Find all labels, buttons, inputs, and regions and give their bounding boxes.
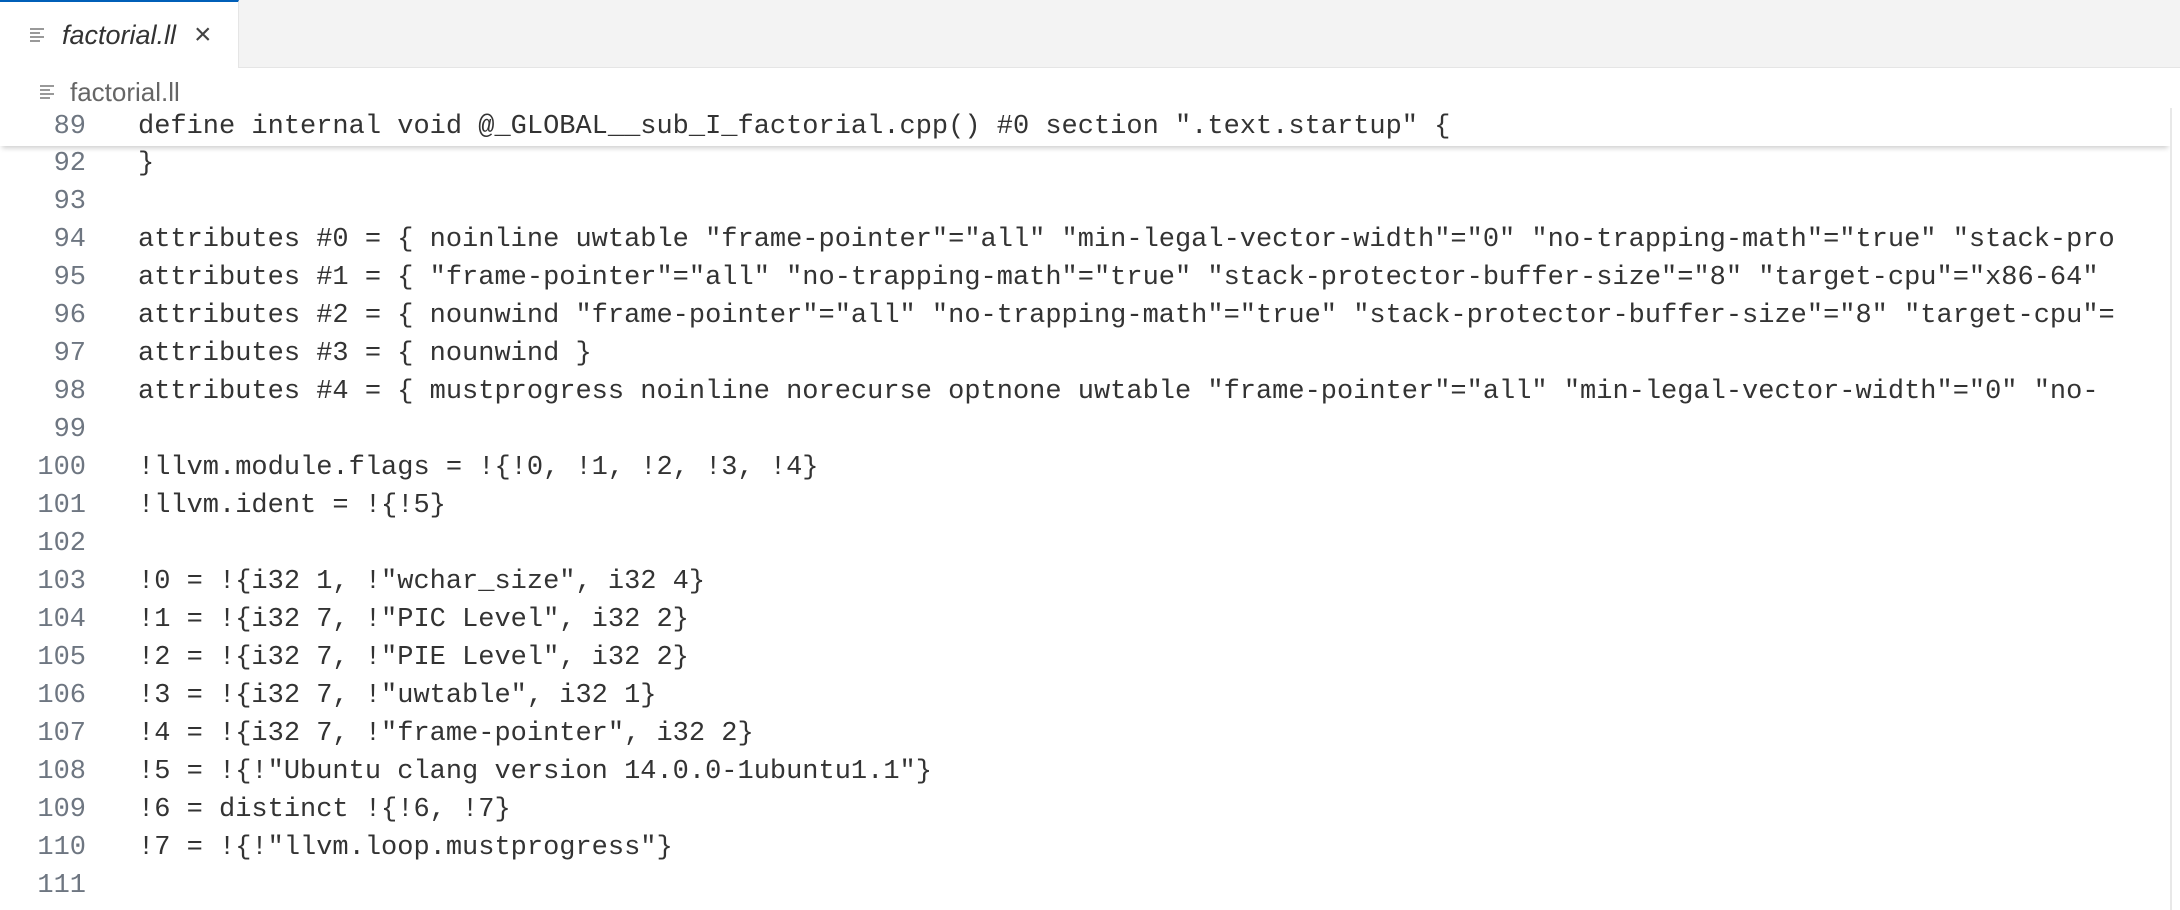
line-number: 92 [53, 149, 86, 179]
code-line[interactable]: 98 attributes #4 = { mustprogress noinlin… [0, 373, 2170, 411]
line-number: 107 [37, 719, 86, 749]
tab-label: factorial.ll [62, 19, 177, 50]
vertical-scrollbar[interactable] [2170, 108, 2172, 910]
line-number: 105 [37, 643, 86, 673]
code-editor[interactable]: 89 define internal void @_GLOBAL__sub_I_… [0, 108, 2170, 910]
line-number: 103 [37, 567, 86, 597]
code-line[interactable]: 93 [0, 183, 2170, 221]
code-text: !6 = distinct !{!6, !7} [138, 795, 511, 825]
code-line[interactable]: 101 !llvm.ident = !{!5} [0, 487, 2170, 525]
code-line[interactable]: 96 attributes #2 = { nounwind "frame-poin… [0, 297, 2170, 335]
line-number: 110 [37, 833, 86, 863]
code-text: !3 = !{i32 7, !"uwtable", i32 1} [138, 681, 657, 711]
code-text: attributes #0 = { noinline uwtable "fram… [138, 225, 2115, 255]
line-number: 104 [37, 605, 86, 635]
tab-factorial-ll[interactable]: factorial.ll × [0, 0, 239, 68]
code-text: !llvm.ident = !{!5} [138, 491, 446, 521]
code-text: !4 = !{i32 7, !"frame-pointer", i32 2} [138, 719, 754, 749]
code-line[interactable]: 110 !7 = !{!"llvm.loop.mustprogress"} [0, 829, 2170, 867]
line-number: 97 [53, 339, 86, 369]
code-line[interactable]: 99 [0, 411, 2170, 449]
code-line[interactable]: 102 [0, 525, 2170, 563]
code-line[interactable]: 107 !4 = !{i32 7, !"frame-pointer", i32 2… [0, 715, 2170, 753]
breadcrumb[interactable]: factorial.ll [40, 74, 180, 110]
line-number: 102 [37, 529, 86, 559]
line-number: 111 [37, 871, 86, 901]
code-line[interactable]: 103 !0 = !{i32 1, !"wchar_size", i32 4} [0, 563, 2170, 601]
code-text: attributes #1 = { "frame-pointer"="all" … [138, 263, 2115, 293]
code-line[interactable]: 104 !1 = !{i32 7, !"PIC Level", i32 2} [0, 601, 2170, 639]
code-line[interactable]: 97 attributes #3 = { nounwind } [0, 335, 2170, 373]
code-text: attributes #3 = { nounwind } [138, 339, 592, 369]
line-number: 100 [37, 453, 86, 483]
code-text: !5 = !{!"Ubuntu clang version 14.0.0-1ub… [138, 757, 932, 787]
code-line[interactable]: 109 !6 = distinct !{!6, !7} [0, 791, 2170, 829]
sticky-scroll-line[interactable]: 89 define internal void @_GLOBAL__sub_I_… [0, 108, 2170, 146]
code-line[interactable]: 95 attributes #1 = { "frame-pointer"="all… [0, 259, 2170, 297]
code-line[interactable]: 106 !3 = !{i32 7, !"uwtable", i32 1} [0, 677, 2170, 715]
code-text: !0 = !{i32 1, !"wchar_size", i32 4} [138, 567, 706, 597]
code-text: !2 = !{i32 7, !"PIE Level", i32 2} [138, 643, 689, 673]
code-text: !llvm.module.flags = !{!0, !1, !2, !3, !… [138, 453, 819, 483]
code-text: define internal void @_GLOBAL__sub_I_fac… [138, 112, 1451, 142]
code-line[interactable]: 94 attributes #0 = { noinline uwtable "fr… [0, 221, 2170, 259]
line-number: 108 [37, 757, 86, 787]
line-number: 106 [37, 681, 86, 711]
line-number: 89 [53, 112, 86, 142]
code-text: !1 = !{i32 7, !"PIC Level", i32 2} [138, 605, 689, 635]
line-number: 99 [53, 415, 86, 445]
code-text: } [138, 149, 155, 179]
code-line[interactable]: 111 [0, 867, 2170, 905]
line-number: 95 [53, 263, 86, 293]
code-text: !7 = !{!"llvm.loop.mustprogress"} [138, 833, 673, 863]
code-text: attributes #4 = { mustprogress noinline … [138, 377, 2099, 407]
code-line[interactable]: 92} [0, 145, 2170, 183]
code-line[interactable]: 108 !5 = !{!"Ubuntu clang version 14.0.0-… [0, 753, 2170, 791]
line-number: 94 [53, 225, 86, 255]
file-lines-icon [40, 85, 56, 99]
line-number: 101 [37, 491, 86, 521]
line-number: 93 [53, 187, 86, 217]
close-icon[interactable]: × [194, 18, 212, 51]
code-line[interactable]: 105 !2 = !{i32 7, !"PIE Level", i32 2} [0, 639, 2170, 677]
tab-bar: factorial.ll × [0, 0, 2180, 68]
file-lines-icon [30, 28, 46, 42]
code-line[interactable]: 100 !llvm.module.flags = !{!0, !1, !2, !3… [0, 449, 2170, 487]
code-text: attributes #2 = { nounwind "frame-pointe… [138, 301, 2115, 331]
line-number: 109 [37, 795, 86, 825]
breadcrumb-file: factorial.ll [70, 76, 180, 107]
line-number: 96 [53, 301, 86, 331]
line-number: 98 [53, 377, 86, 407]
